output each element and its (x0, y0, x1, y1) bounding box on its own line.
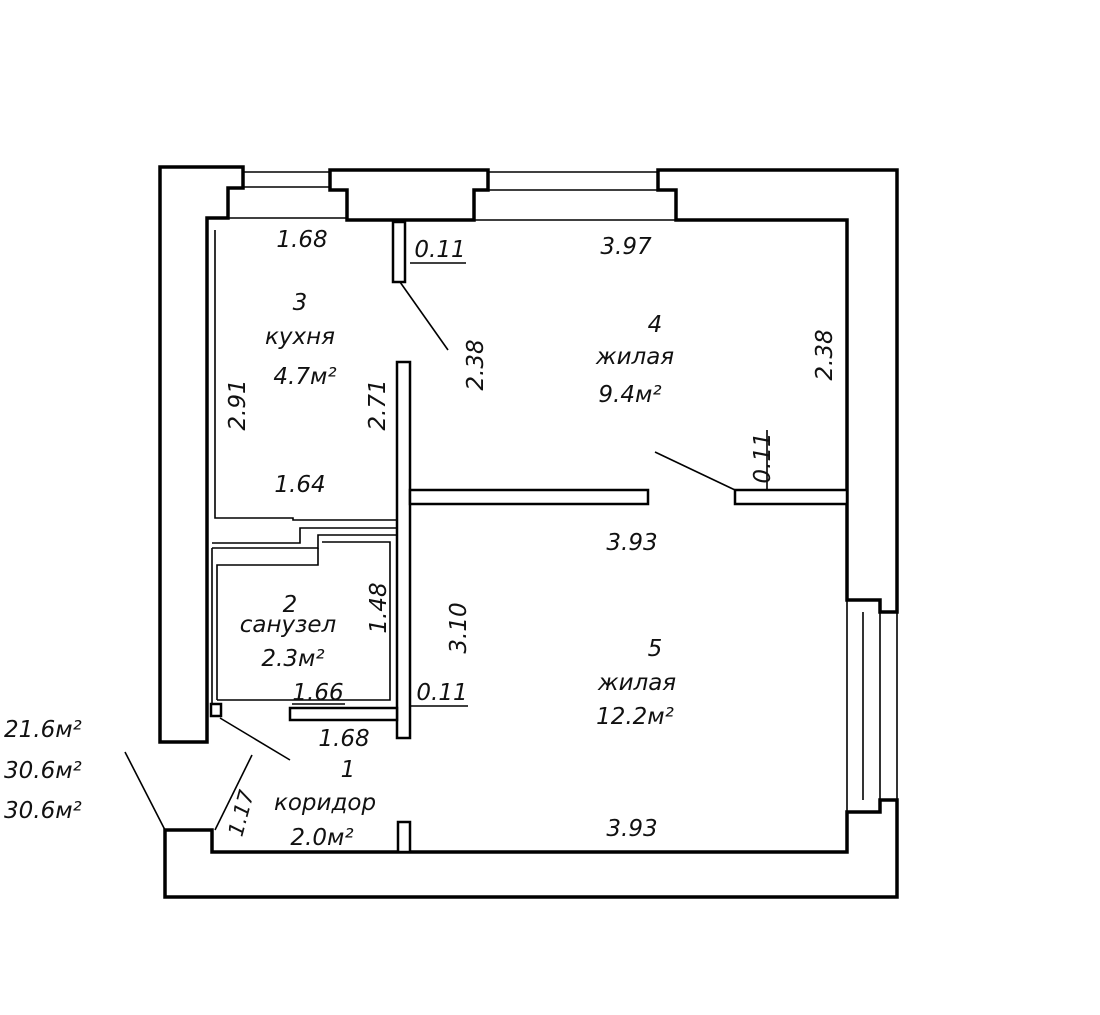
total-area-with-balcony: 30.6м² (4, 798, 82, 824)
room-name: кухня (265, 324, 335, 350)
dim-room4-top: 3.97 (600, 234, 652, 260)
room-1-label: 1 коридор 2.0м² (274, 757, 376, 851)
dim-kitchen-right: 2.71 (365, 379, 391, 430)
window-room5 (846, 600, 898, 812)
dimension-labels: 1.68 0.11 3.97 2.38 2.38 2.91 2.71 1.64 … (224, 227, 838, 842)
dim-room5-top: 3.93 (606, 530, 657, 556)
room-name: жилая (597, 670, 676, 696)
area-totals: 21.6м² 30.6м² 30.6м² (4, 717, 82, 824)
room-2-label: 2 санузел 2.3м² (240, 592, 337, 672)
bath-kitchen-partition (211, 230, 397, 704)
room-area: 2.3м² (261, 646, 324, 672)
room-area: 12.2м² (596, 704, 674, 730)
dim-room5-bottom: 3.93 (606, 816, 657, 842)
dim-wall-top: 0.11 (414, 237, 465, 263)
room-name: санузел (240, 612, 337, 638)
window-room4 (474, 171, 676, 221)
partition-bath-bottom (288, 706, 399, 722)
room-number: 3 (293, 290, 308, 316)
dim-kitchen-bottom: 1.64 (274, 472, 325, 498)
dim-room4-right: 2.38 (812, 329, 838, 380)
partition-main-vertical (395, 360, 412, 740)
dim-corridor-left: 1.17 (224, 787, 259, 839)
partition-top-stub (391, 220, 407, 284)
dim-room4-left: 2.38 (463, 339, 489, 390)
room-number: 1 (341, 757, 356, 783)
dim-kitchen-left: 2.91 (225, 379, 251, 430)
vent-shaft (209, 702, 223, 718)
wall-bottom (163, 798, 899, 899)
total-area: 30.6м² (4, 758, 82, 784)
partition-bottom-stub (396, 820, 412, 854)
room-area: 9.4м² (598, 382, 661, 408)
room-number: 4 (648, 312, 663, 338)
room-number: 2 (283, 592, 298, 618)
room-area: 2.0м² (290, 825, 353, 851)
partition-right-stub (733, 488, 849, 506)
dim-corridor-top: 1.68 (318, 726, 369, 752)
window-kitchen (228, 171, 347, 219)
dim-kitchen-top: 1.68 (276, 227, 327, 253)
dim-wall-mid: 0.11 (750, 432, 776, 483)
total-living-area: 21.6м² (4, 717, 82, 743)
dim-room5-left: 3.10 (446, 602, 472, 653)
room-name: коридор (274, 790, 376, 816)
room-area: 4.7м² (273, 364, 336, 390)
dim-wall-bath: 0.11 (416, 680, 467, 706)
partition-room4-room5 (408, 488, 650, 506)
room-name: жилая (595, 344, 674, 370)
room-number: 5 (648, 636, 663, 662)
leader-lines (124, 262, 768, 831)
wall-left (158, 165, 245, 744)
dim-bath-right: 1.48 (366, 582, 392, 633)
wall-top-right (656, 168, 899, 614)
dim-bath-bottom: 1.66 (292, 680, 343, 706)
room-3-label: 3 кухня 4.7м² (265, 290, 337, 390)
room-4-label: 4 жилая 9.4м² (595, 312, 674, 408)
wall-top-pier (328, 168, 490, 222)
room-5-label: 5 жилая 12.2м² (596, 636, 676, 730)
